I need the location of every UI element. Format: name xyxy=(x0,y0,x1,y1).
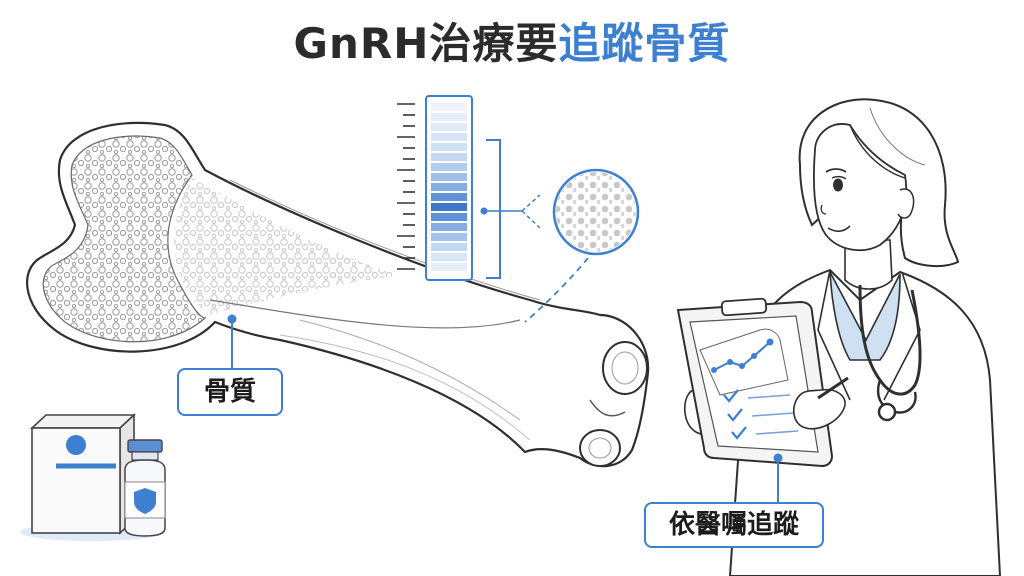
condyle-lower xyxy=(579,429,621,467)
magnified-bone-tissue-icon xyxy=(524,168,640,323)
stethoscope-icon xyxy=(858,284,922,422)
title-part-2-highlight: 追蹤骨質 xyxy=(558,19,731,68)
scale-bars xyxy=(431,103,467,271)
title-part-1: GnRH治療要 xyxy=(293,19,559,68)
clipboard-icon xyxy=(676,297,849,502)
bone-quality-label: 骨質 xyxy=(177,368,283,416)
doctor-follow-up-label: 依醫囑追蹤 xyxy=(644,502,824,548)
bone-inner-outline xyxy=(42,135,207,343)
bone-quality-leader xyxy=(227,314,237,368)
face xyxy=(813,123,908,252)
scale-ruler-ticks xyxy=(397,103,415,270)
condyle-upper xyxy=(602,341,648,395)
checklist-icon xyxy=(723,389,747,440)
page-title: GnRH治療要追蹤骨質 xyxy=(0,10,1024,71)
bone-spongy-gradient xyxy=(174,178,400,315)
medicine-vial-icon xyxy=(124,439,166,537)
bone-density-scale-icon xyxy=(397,95,541,281)
femur-bone-illustration xyxy=(26,121,650,468)
scrubs xyxy=(829,271,901,361)
